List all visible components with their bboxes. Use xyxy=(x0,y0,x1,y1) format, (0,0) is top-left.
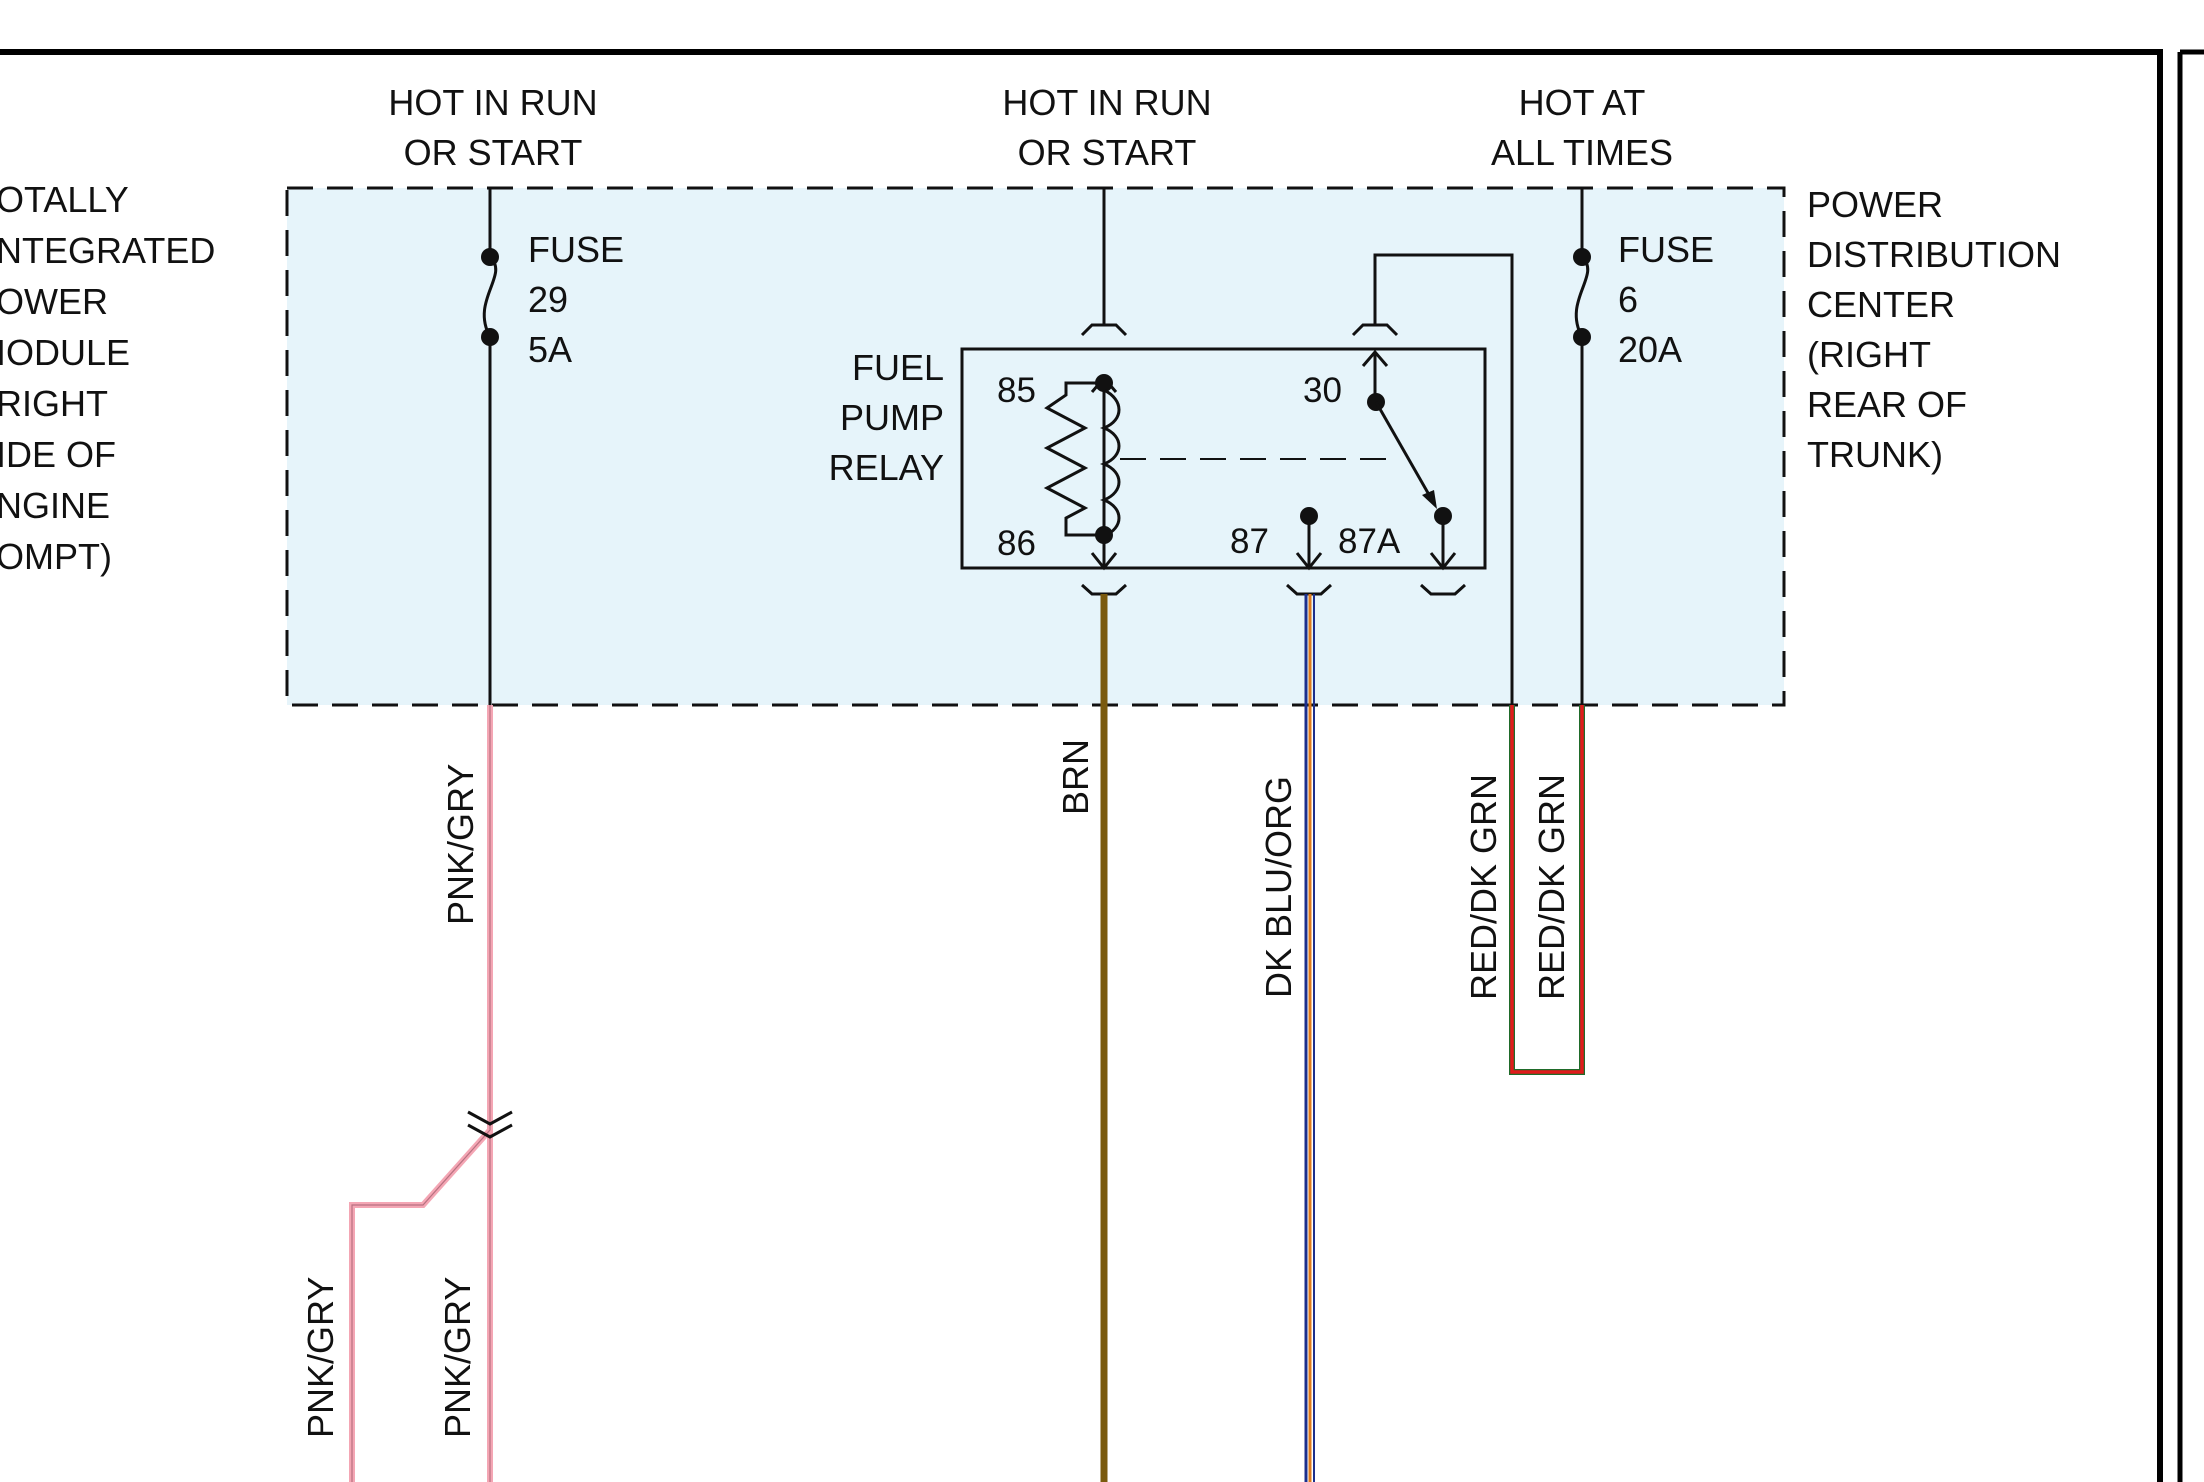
module-left-line: OTALLY xyxy=(0,179,129,220)
source-right-line2: ALL TIMES xyxy=(1491,132,1673,173)
module-left-line: NGINE xyxy=(0,485,110,526)
pin-87-label: 87 xyxy=(1230,522,1269,561)
wire-label-pnk-gry-top: PNK/GRY xyxy=(440,764,481,925)
relay-feed-85 xyxy=(1080,188,1128,530)
pin-30-label: 30 xyxy=(1303,371,1342,410)
relay-title-line2: PUMP xyxy=(840,397,944,438)
wire-label-red-dk-grn-2: RED/DK GRN xyxy=(1531,774,1572,1000)
wire-red-dk-grn xyxy=(1509,705,1585,1075)
source-right-line1: HOT AT xyxy=(1519,82,1646,123)
module-left-label: OTALLY NTEGRATED OWER IODULE RIGHT IDE O… xyxy=(0,179,215,577)
source-left-line2: OR START xyxy=(404,132,583,173)
wire-label-red-dk-grn-1: RED/DK GRN xyxy=(1463,774,1504,1000)
module-left-line: OMPT) xyxy=(0,536,112,577)
pin-86-label: 86 xyxy=(997,524,1036,563)
fuse29-label: FUSE xyxy=(528,229,624,270)
module-right-line: DISTRIBUTION xyxy=(1807,234,2061,275)
wire-label-pnk-gry-main: PNK/GRY xyxy=(437,1277,478,1438)
module-right-line: REAR OF xyxy=(1807,384,1967,425)
module-left-line: IODULE xyxy=(0,332,130,373)
pin-30-switch xyxy=(1351,253,1514,705)
module-right-line: (RIGHT xyxy=(1807,334,1931,375)
wire-label-pnk-gry-branch: PNK/GRY xyxy=(300,1277,341,1438)
pin-87a xyxy=(1419,507,1467,596)
fuse6-number: 6 xyxy=(1618,279,1638,320)
relay-title-line3: RELAY xyxy=(829,447,944,488)
module-right-label: POWER DISTRIBUTION CENTER (RIGHT REAR OF… xyxy=(1807,184,2061,475)
diagram-frame xyxy=(0,49,2163,1482)
source-middle-line2: OR START xyxy=(1018,132,1197,173)
wire-dk-blu-org xyxy=(1304,594,1315,1482)
fuse-6 xyxy=(1573,188,1591,705)
module-right-line: POWER xyxy=(1807,184,1943,225)
module-left-line: RIGHT xyxy=(0,383,108,424)
relay-coil xyxy=(1043,381,1121,538)
module-right-line: TRUNK) xyxy=(1807,434,1943,475)
relay-title-line1: FUEL xyxy=(852,347,944,388)
module-left-line: IDE OF xyxy=(0,434,116,475)
pin-85-label: 85 xyxy=(997,371,1036,410)
wire-label-dk-blu-org: DK BLU/ORG xyxy=(1258,776,1299,998)
fuse29-number: 29 xyxy=(528,279,568,320)
source-middle-line1: HOT IN RUN xyxy=(1002,82,1211,123)
wire-label-brn: BRN xyxy=(1055,739,1096,815)
fuse-29 xyxy=(481,188,499,705)
pin-87 xyxy=(1285,507,1333,596)
wire-pnk-gry xyxy=(349,705,493,1482)
fuse6-label: FUSE xyxy=(1618,229,1714,270)
module-right-line: CENTER xyxy=(1807,284,1955,325)
fuse29-rating: 5A xyxy=(528,329,572,370)
pin-87a-label: 87A xyxy=(1338,522,1401,561)
fuse6-rating: 20A xyxy=(1618,329,1682,370)
module-left-line: OWER xyxy=(0,281,108,322)
module-left-line: NTEGRATED xyxy=(0,230,215,271)
source-left-line1: HOT IN RUN xyxy=(388,82,597,123)
inline-connector xyxy=(467,1110,513,1139)
